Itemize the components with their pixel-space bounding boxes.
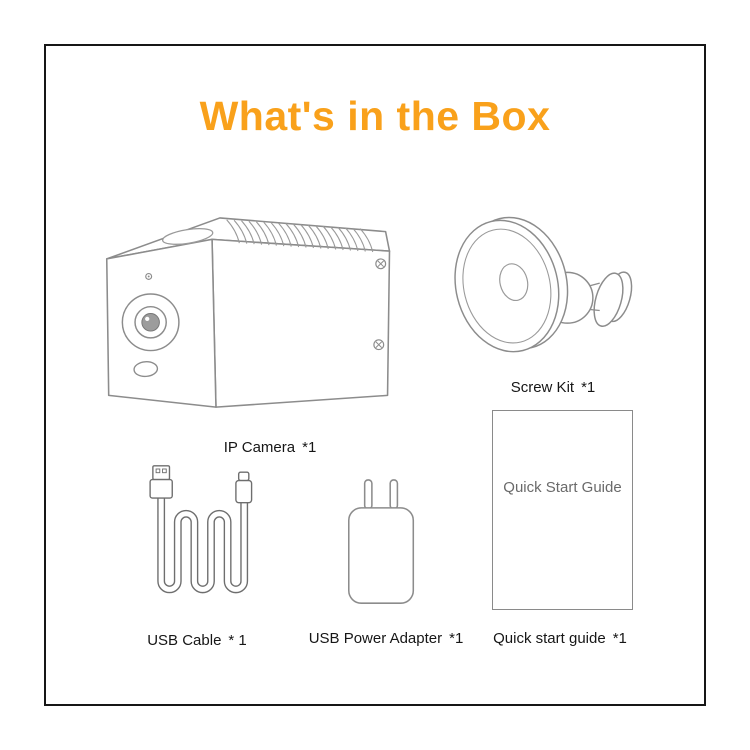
camera-top-hole (161, 228, 214, 245)
page-title: What's in the Box (199, 93, 551, 139)
item-count: *1 (612, 630, 627, 647)
camera-indicator-led (145, 272, 153, 280)
item-name: USB Cable (147, 632, 222, 649)
item-count: *1 (581, 379, 596, 396)
label-screw-kit: Screw Kit *1 (473, 379, 633, 396)
guide-cover-title: Quick Start Guide (503, 479, 622, 496)
screw-kit-illustration (454, 216, 633, 353)
micro-usb-body (235, 479, 253, 504)
mount-disc-inner-ring (462, 228, 552, 344)
adapter-body (348, 507, 415, 604)
camera-pir-sensor (133, 361, 159, 378)
item-name: Quick start guide (493, 630, 606, 647)
micro-usb-tip (237, 471, 250, 482)
usb-a-contacts (155, 468, 167, 474)
label-ip-camera: IP Camera *1 (170, 439, 370, 456)
camera-screw-crosses (375, 260, 384, 348)
mount-disc-face (454, 219, 560, 353)
item-name: Screw Kit (510, 379, 575, 396)
item-count: *1 (302, 439, 317, 456)
item-count: *1 (449, 630, 464, 647)
adapter-prong-right (389, 479, 399, 510)
mount-disc-center (499, 263, 529, 302)
usb-a-metal-tip (152, 465, 171, 481)
label-quick-start-guide: Quick start guide *1 (480, 630, 640, 647)
mount-neck (588, 282, 600, 312)
camera-indicator-dot (147, 275, 150, 278)
label-usb-cable: USB Cable * 1 (117, 632, 277, 649)
label-usb-power-adapter: USB Power Adapter *1 (296, 630, 476, 647)
item-count: * 1 (228, 632, 247, 649)
adapter-prong-left (363, 479, 373, 510)
cable-core (158, 488, 247, 592)
ip-camera-illustration (105, 217, 391, 408)
camera-lens-highlight (145, 316, 150, 322)
camera-vent-slats (226, 219, 374, 253)
item-name: USB Power Adapter (308, 630, 443, 647)
cable-outline (157, 486, 249, 594)
camera-lens-pupil (141, 313, 160, 332)
item-name: IP Camera (223, 439, 296, 456)
quick-start-guide-box: Quick Start Guide (492, 410, 633, 610)
usb-cable-illustration (149, 465, 253, 594)
camera-lens (121, 293, 180, 352)
mount-wall-plate (593, 272, 624, 327)
usb-a-body (149, 478, 173, 499)
usb-power-adapter-illustration (348, 479, 415, 604)
